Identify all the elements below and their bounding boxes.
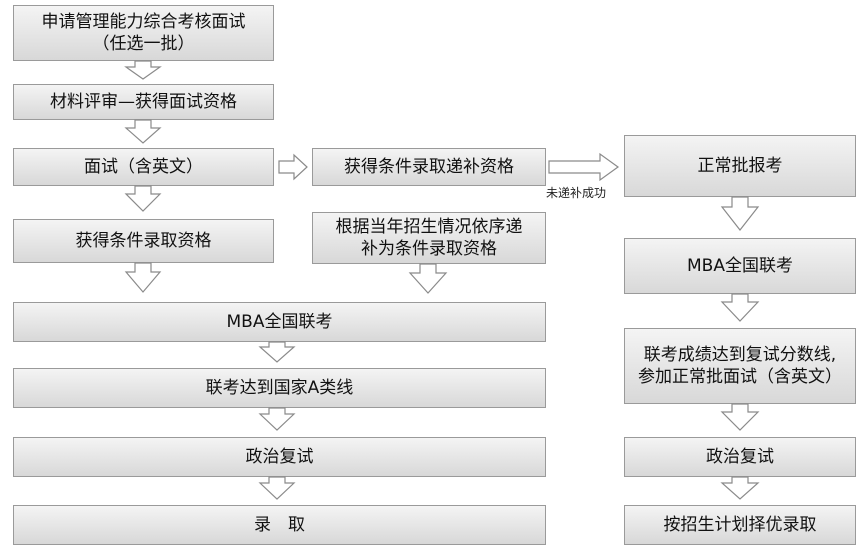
down-arrow-icon	[720, 403, 760, 431]
admit-label: 录 取	[254, 515, 305, 535]
supplement-order-box: 根据当年招生情况依序递 补为条件录取资格	[312, 212, 546, 264]
mba-exam-right-box: MBA全国联考	[624, 238, 856, 294]
right-arrow-icon	[278, 153, 308, 181]
normal-batch-label: 正常批报考	[697, 156, 783, 176]
interview-label: 面试（含英文）	[84, 157, 203, 177]
down-arrow-icon	[124, 60, 162, 80]
retest-line-line1: 联考成绩达到复试分数线,	[643, 345, 837, 365]
retest-line-box: 联考成绩达到复试分数线, 参加正常批面试（含英文）	[624, 328, 856, 404]
political-right-label: 政治复试	[706, 447, 774, 467]
political-left-box: 政治复试	[13, 437, 546, 477]
down-arrow-icon	[720, 293, 760, 322]
down-arrow-icon	[720, 476, 760, 500]
supplement-order-line2: 补为条件录取资格	[361, 239, 497, 259]
retest-line-line2: 参加正常批面试（含英文）	[638, 367, 842, 387]
conditional-qualify-box: 获得条件录取资格	[13, 219, 274, 263]
political-left-label: 政治复试	[245, 447, 314, 467]
admit-box: 录 取	[13, 505, 546, 545]
mba-exam-left-box: MBA全国联考	[13, 302, 546, 342]
material-review-label: 材料评审—获得面试资格	[50, 92, 237, 112]
apply-interview-line1: 申请管理能力综合考核面试	[41, 12, 246, 32]
down-arrow-icon	[124, 262, 162, 293]
mba-exam-left-label: MBA全国联考	[226, 312, 333, 332]
down-arrow-icon	[408, 263, 448, 294]
down-arrow-icon	[258, 341, 296, 363]
down-arrow-icon	[258, 407, 296, 431]
mba-exam-right-label: MBA全国联考	[687, 256, 793, 276]
political-right-box: 政治复试	[624, 437, 856, 477]
not-supplemented-note: 未递补成功	[546, 186, 607, 200]
apply-interview-box: 申请管理能力综合考核面试 （任选一批）	[13, 5, 274, 61]
score-line-a-label: 联考达到国家A类线	[205, 378, 354, 398]
down-arrow-icon	[124, 119, 162, 144]
score-line-a-box: 联考达到国家A类线	[13, 368, 546, 408]
material-review-box: 材料评审—获得面试资格	[13, 84, 274, 120]
conditional-qualify-label: 获得条件录取资格	[75, 231, 212, 251]
plan-admit-label: 按招生计划择优录取	[663, 515, 817, 535]
down-arrow-icon	[258, 476, 296, 500]
apply-interview-line2: （任选一批）	[92, 34, 195, 54]
plan-admit-box: 按招生计划择优录取	[624, 505, 856, 545]
supplement-qualify-label: 获得条件录取递补资格	[344, 157, 514, 177]
supplement-qualify-box: 获得条件录取递补资格	[312, 148, 546, 186]
down-arrow-icon	[124, 185, 162, 212]
supplement-order-line1: 根据当年招生情况依序递	[335, 217, 523, 237]
normal-batch-box: 正常批报考	[624, 135, 856, 197]
right-arrow-icon	[548, 152, 620, 182]
down-arrow-icon	[720, 196, 760, 231]
